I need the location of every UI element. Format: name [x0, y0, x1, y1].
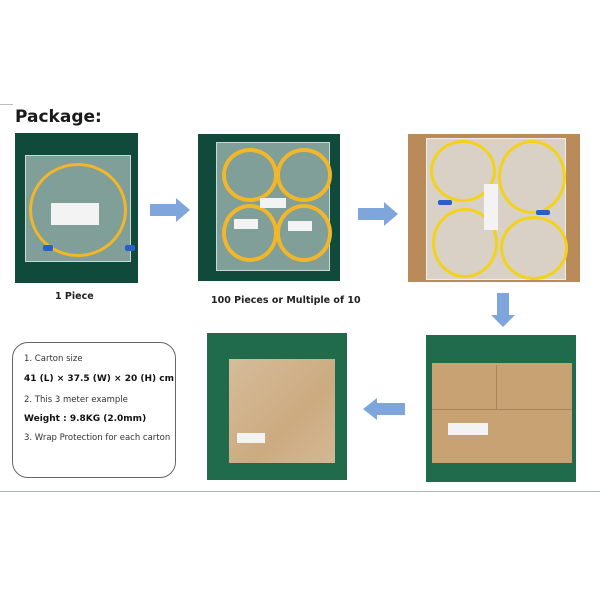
page-title: Package: [15, 107, 102, 127]
carton-info-box: 1. Carton size 41 (L) × 37.5 (W) × 20 (H… [12, 342, 176, 478]
arrow-right-icon [358, 202, 398, 226]
arrow-left-icon [363, 398, 405, 420]
caption-single-piece: 1 Piece [55, 291, 94, 302]
wrap-protection-note: 3. Wrap Protection for each carton [24, 433, 171, 443]
example-length-label: 2. This 3 meter example [24, 395, 128, 405]
top-divider-line [0, 104, 13, 105]
arrow-right-icon [150, 198, 190, 222]
photo-wrapped-carton [207, 333, 347, 480]
photo-sealed-carton [426, 335, 576, 482]
photo-bundle-pieces [198, 134, 340, 281]
photo-single-piece [15, 133, 138, 283]
bottom-divider-line [0, 491, 600, 492]
caption-bundle-pieces: 100 Pieces or Multiple of 10 [211, 295, 361, 306]
arrow-down-icon [491, 293, 515, 327]
carton-weight: Weight : 9.8KG (2.0mm) [24, 414, 147, 424]
carton-size-label: 1. Carton size [24, 354, 83, 364]
carton-dimensions: 41 (L) × 37.5 (W) × 20 (H) cm [24, 374, 174, 384]
photo-open-carton [408, 134, 580, 282]
